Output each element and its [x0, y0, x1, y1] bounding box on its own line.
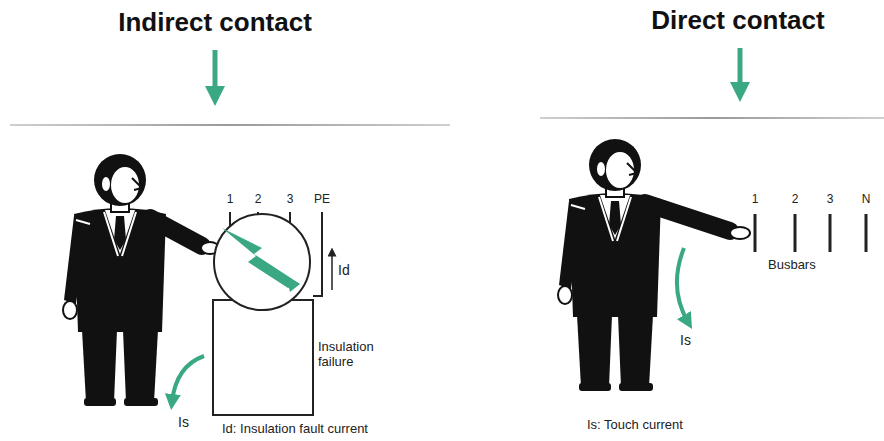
- phase-number: 3: [827, 193, 834, 207]
- person-figure: [558, 139, 750, 391]
- person-figure: [63, 154, 219, 406]
- panel-heading: Direct contact: [651, 6, 824, 36]
- phase-number: 3: [287, 193, 294, 207]
- touch-current-arrow: [172, 356, 204, 402]
- phase-number: 2: [792, 193, 799, 207]
- motor-housing: [214, 214, 310, 310]
- neutral-label: N: [862, 193, 871, 207]
- fault-note: Insulation failure: [318, 340, 390, 370]
- busbar-label: Busbars: [768, 258, 816, 273]
- fault-current-arrow: [331, 252, 333, 290]
- busbars: [755, 214, 866, 252]
- separator-rule: [10, 124, 450, 126]
- pointer-arrow: [213, 50, 218, 96]
- caption-note: Id: Insulation fault current: [222, 422, 368, 437]
- pointer-arrow: [738, 48, 743, 92]
- supply-wires: [230, 212, 322, 296]
- panel-heading: Indirect contact: [118, 8, 312, 38]
- phase-number: 1: [227, 193, 234, 207]
- separator-rule: [540, 117, 884, 119]
- touch-current-arrow: [677, 248, 688, 322]
- current-label: Id: [338, 262, 350, 278]
- machine-base: [213, 300, 313, 415]
- current-label: Is: [178, 414, 189, 430]
- phase-number: 1: [752, 193, 759, 207]
- phase-number: 2: [255, 193, 262, 207]
- caption-note: Is: Touch current: [587, 418, 683, 433]
- protective-earth-label: PE: [314, 193, 330, 207]
- current-label: Is: [680, 332, 691, 348]
